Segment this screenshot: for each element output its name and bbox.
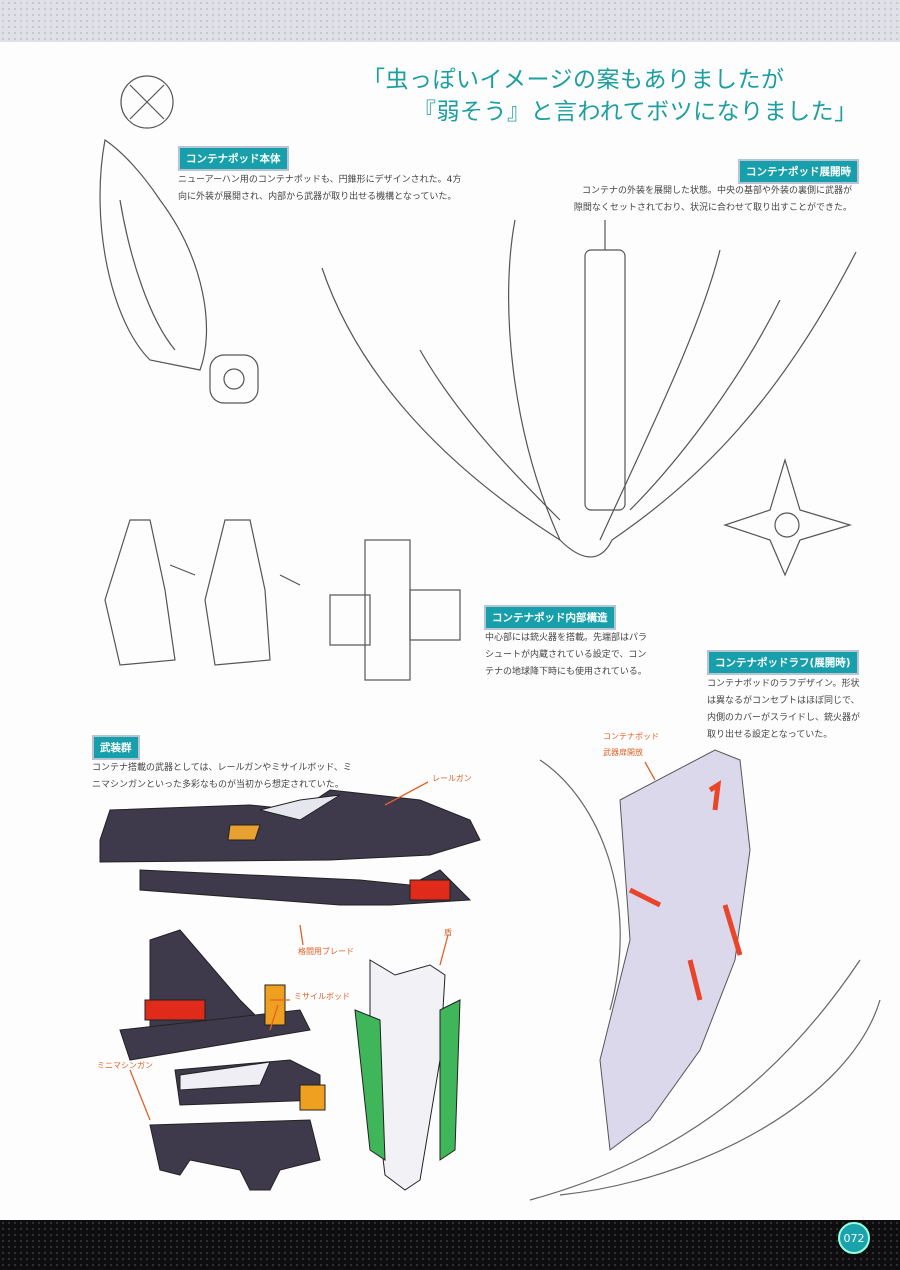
text-line: 内側のカバーがスライドし、銃火器が <box>707 713 861 723</box>
section-label-pod-open: コンテナポッド展開時 <box>738 159 859 184</box>
text-line: テナの地球降下時にも使用されている。 <box>485 667 647 677</box>
note-pod: コンテナポッド <box>603 732 659 741</box>
page-title-line-2: 『弱そう』と言われてボツになりました」 <box>413 99 858 125</box>
bottom-decor-band <box>0 1220 900 1270</box>
note-blade: 格闘用ブレード <box>298 947 354 956</box>
text-line: 中心部には銃火器を搭載。先端部はパラ <box>485 633 648 643</box>
text-line: は異なるがコンセプトはほぼ同じで、 <box>707 696 860 706</box>
page-number: 072 <box>838 1222 870 1254</box>
annotation-leaders <box>129 761 656 1121</box>
text-line: コンテナポッドのラフデザイン。形状 <box>707 679 860 689</box>
text-line: ニマシンガンといった多彩なものが当初から想定されていた。 <box>92 780 344 790</box>
text-line: ニューアーハン用のコンテナポッドも、円錐形にデザインされた。4方 <box>178 175 462 185</box>
section-label-pod-interior: コンテナポッド内部構造 <box>484 605 616 630</box>
page-title-line-1: 「虫っぽいイメージの案もありましたが <box>362 67 785 93</box>
text-line: 取り出せる設定となっていた。 <box>707 730 833 740</box>
text-line: コンテナの外装を展開した状態。中央の基部や外装の裏側に武器が <box>581 186 852 196</box>
pod-open-desc: コンテナの外装を展開した状態。中央の基部や外装の裏側に武器が 隙間なくセットされ… <box>574 183 852 217</box>
weapons-desc: コンテナ搭載の武器としては、レールガンやミサイルボッド、ミ ニマシンガンといった… <box>92 760 352 794</box>
rough-sketch <box>529 749 881 1201</box>
section-label-pod-rough: コンテナポッドラフ(展開時) <box>707 650 859 675</box>
note-minigun: ミニマシンガン <box>97 1061 153 1070</box>
note-door-open: 武器扉開放 <box>603 748 643 757</box>
note-shield: 盾 <box>444 928 452 937</box>
weapons-color <box>99 789 481 1191</box>
pod-closed-sketch <box>99 75 259 404</box>
text-line: 向に外装が展開され、内部から武器が取り出せる機構となっていた。 <box>178 192 457 202</box>
pod-interior-desc: 中心部には銃火器を搭載。先端部はパラ シュートが内蔵されている設定で、コン テナ… <box>485 630 647 681</box>
section-label-pod-body: コンテナポッド本体 <box>178 146 289 171</box>
pod-body-desc: ニューアーハン用のコンテナポッドも、円錐形にデザインされた。4方 向に外装が展開… <box>178 172 461 206</box>
text-line: シュートが内蔵されている設定で、コン <box>485 650 647 660</box>
note-railgun: レールガン <box>432 774 472 783</box>
text-line: 隙間なくセットされており、状況に合わせて取り出すことができた。 <box>573 203 852 213</box>
pod-open-sketch <box>321 219 857 577</box>
top-decor-band <box>0 0 900 42</box>
section-label-weapons: 武装群 <box>92 735 140 760</box>
pod-interior-sketches <box>104 519 461 681</box>
pod-rough-desc: コンテナポッドのラフデザイン。形状 は異なるがコンセプトはほぼ同じで、 内側のカ… <box>707 676 860 744</box>
text-line: コンテナ搭載の武器としては、レールガンやミサイルボッド、ミ <box>92 763 352 773</box>
note-missile: ミサイルボッド <box>294 992 350 1001</box>
